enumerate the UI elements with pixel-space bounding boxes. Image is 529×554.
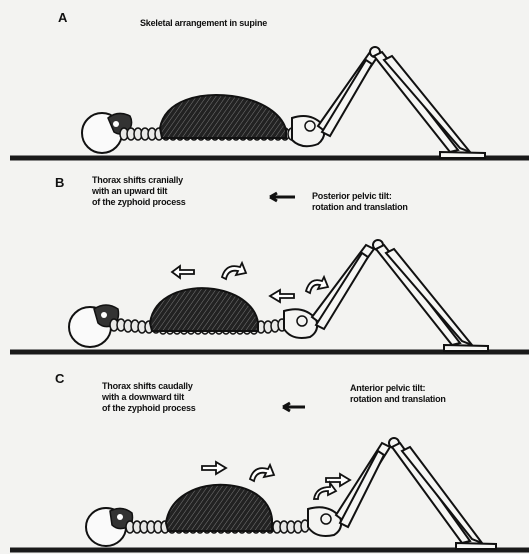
- panel-c: C Thorax shifts caudally with a downward…: [0, 357, 529, 554]
- caudal-shift-arrow-icon: [202, 462, 226, 474]
- upward-tilt-arrow-icon: [222, 263, 246, 279]
- pelvis: [308, 507, 341, 536]
- panel-c-illustration: [0, 357, 529, 554]
- legs: [318, 47, 485, 158]
- rib-cage: [150, 288, 258, 331]
- panel-b: B Thorax shifts cranially with an upward…: [0, 165, 529, 357]
- cranial-shift-arrow-icon: [172, 266, 194, 278]
- pelvis: [284, 309, 317, 338]
- rib-cage: [160, 95, 286, 138]
- legs: [312, 240, 488, 351]
- legs: [336, 438, 496, 549]
- pointer-arrow-icon: [270, 193, 295, 201]
- rib-cage: [166, 485, 272, 531]
- panel-a: A Skeletal arrangement in supine: [0, 0, 529, 165]
- pelvis-rotation-arrow-icon: [306, 277, 328, 293]
- pelvis-rotation-arrow-icon: [314, 483, 336, 499]
- downward-tilt-arrow-icon: [250, 465, 274, 481]
- pointer-arrow-icon: [283, 403, 305, 411]
- panel-a-illustration: [0, 0, 529, 165]
- pelvis: [292, 116, 324, 146]
- panel-b-illustration: [0, 165, 529, 357]
- pelvis-translation-arrow-icon: [270, 290, 294, 302]
